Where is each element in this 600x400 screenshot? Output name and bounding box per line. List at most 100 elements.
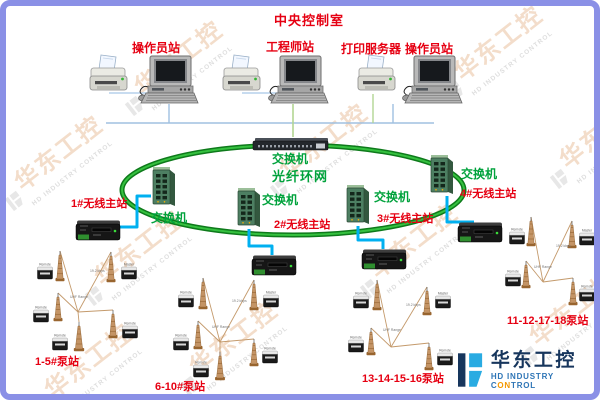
wireless-master-device-4: [457, 222, 503, 243]
logo-en-text: HD INDUSTRY CONTROL: [490, 371, 554, 390]
svg-text:Remote: Remote: [175, 334, 187, 338]
antenna-mast: [106, 252, 116, 283]
radio-modem: Remote: [437, 349, 453, 366]
station-label-operator-1: 操作员站: [132, 41, 181, 55]
svg-text:Remote: Remote: [54, 334, 66, 338]
svg-text:Remote: Remote: [195, 361, 207, 365]
svg-text:UHF Range: UHF Range: [534, 265, 552, 269]
pump-station-label-1: 1-5#泵站: [35, 356, 80, 368]
station-label-operator-2: 操作员站: [405, 42, 454, 56]
svg-text:Master: Master: [582, 229, 593, 233]
svg-text:Remote: Remote: [124, 322, 136, 326]
svg-text:Remote: Remote: [35, 306, 47, 310]
station-label-print-server: 打印服务器: [341, 42, 402, 56]
radio-modem: Remote: [353, 292, 369, 309]
antenna-mast: [568, 278, 578, 306]
radio-modem: Remote: [173, 334, 189, 351]
radio-modem: Remote: [193, 361, 209, 378]
radio-modem: Remote: [262, 347, 278, 364]
core-switch-label: 交换机: [272, 152, 309, 166]
svg-text:Remote: Remote: [39, 263, 51, 267]
antenna-mast: [193, 321, 203, 350]
logo-cn-text: 华东工控: [490, 350, 577, 372]
antenna-mast: [198, 278, 208, 310]
svg-text:UHF Range: UHF Range: [383, 328, 401, 332]
company-logo: 华东工控 HD INDUSTRY CONTROL: [458, 350, 594, 390]
radio-modem: Remote: [33, 306, 49, 323]
antenna-mast: [108, 310, 118, 339]
pump-station-label-4: 11-12-17-18泵站: [507, 315, 589, 327]
control-room-title: 中央控制室: [274, 13, 345, 28]
svg-text:UHF Range: UHF Range: [212, 325, 230, 329]
radio-modem: Master: [263, 291, 279, 308]
antenna-mast: [424, 343, 434, 371]
printer-icon: [222, 54, 261, 91]
pump-station-label-3: 13-14-15-16泵站: [362, 373, 444, 385]
svg-text:Master: Master: [438, 292, 449, 296]
svg-text:Master: Master: [266, 291, 277, 295]
ring-switch-device-2: [237, 187, 261, 228]
ring-switch-device-4: [430, 154, 454, 195]
ring-switch-label-4: 交换机: [461, 167, 498, 181]
antenna-mast: [215, 352, 225, 381]
printer-icon: [89, 54, 128, 91]
svg-text:Remote: Remote: [355, 292, 367, 296]
wireless-master-label-3: 3#无线主站: [377, 213, 434, 225]
svg-text:Remote: Remote: [180, 291, 192, 295]
svg-text:19.2 kbps: 19.2 kbps: [90, 269, 105, 273]
core-switch-device: [252, 137, 329, 151]
radio-modem: Remote: [579, 285, 594, 302]
fiber-ring-label: 光纤环网: [272, 169, 329, 184]
antenna-mast: [249, 339, 259, 367]
svg-text:Remote: Remote: [511, 228, 523, 232]
svg-text:Remote: Remote: [439, 349, 451, 353]
antenna-mast: [372, 280, 382, 311]
ring-switch-device-1: [152, 166, 176, 207]
ring-switch-label-3: 交换机: [374, 190, 411, 204]
svg-text:Master: Master: [124, 263, 135, 267]
ring-switch-label-2: 交换机: [262, 193, 299, 207]
antenna-mast: [73, 322, 85, 352]
svg-text:Remote: Remote: [264, 347, 276, 351]
radio-modem: Master: [579, 229, 594, 246]
computer-icon: [138, 55, 199, 104]
ring-switch-device-3: [346, 184, 370, 225]
antenna-mast: [249, 280, 259, 311]
wireless-master-label-1: 1#无线主站: [71, 198, 128, 210]
svg-text:Remote: Remote: [581, 285, 593, 289]
wireless-master-device-2: [251, 255, 297, 276]
wireless-master-device-3: [361, 249, 407, 270]
antenna-mast: [422, 287, 432, 316]
ring-switch-label-1: 交换机: [151, 211, 188, 225]
wireless-master-device-1: [75, 220, 121, 241]
radio-modem: Remote: [509, 228, 525, 245]
radio-modem: Remote: [52, 334, 68, 351]
control-room-links: [106, 92, 434, 137]
radio-modem: Remote: [37, 263, 53, 280]
computer-icon: [268, 55, 329, 104]
radio-modem: Master: [435, 292, 451, 309]
svg-text:19.2 kbps: 19.2 kbps: [406, 303, 421, 307]
antenna-mast: [55, 251, 65, 282]
logo-icon: [458, 353, 483, 387]
printer-icon: [357, 54, 396, 91]
pump-station-label-2: 6-10#泵站: [155, 381, 206, 393]
svg-text:19.2 kbps: 19.2 kbps: [556, 244, 571, 248]
master-links: [119, 194, 474, 255]
svg-text:19.2 kbps: 19.2 kbps: [232, 299, 247, 303]
antenna-mast: [521, 261, 531, 289]
svg-text:Remote: Remote: [507, 270, 519, 274]
radio-modem: Remote: [122, 322, 138, 339]
antenna-mast: [53, 293, 63, 322]
svg-text:Remote: Remote: [350, 336, 362, 340]
antenna-mast: [366, 328, 376, 356]
station-label-engineer: 工程师站: [266, 40, 315, 54]
radio-modem: Remote: [505, 270, 521, 287]
svg-text:UHF Range: UHF Range: [70, 295, 88, 299]
